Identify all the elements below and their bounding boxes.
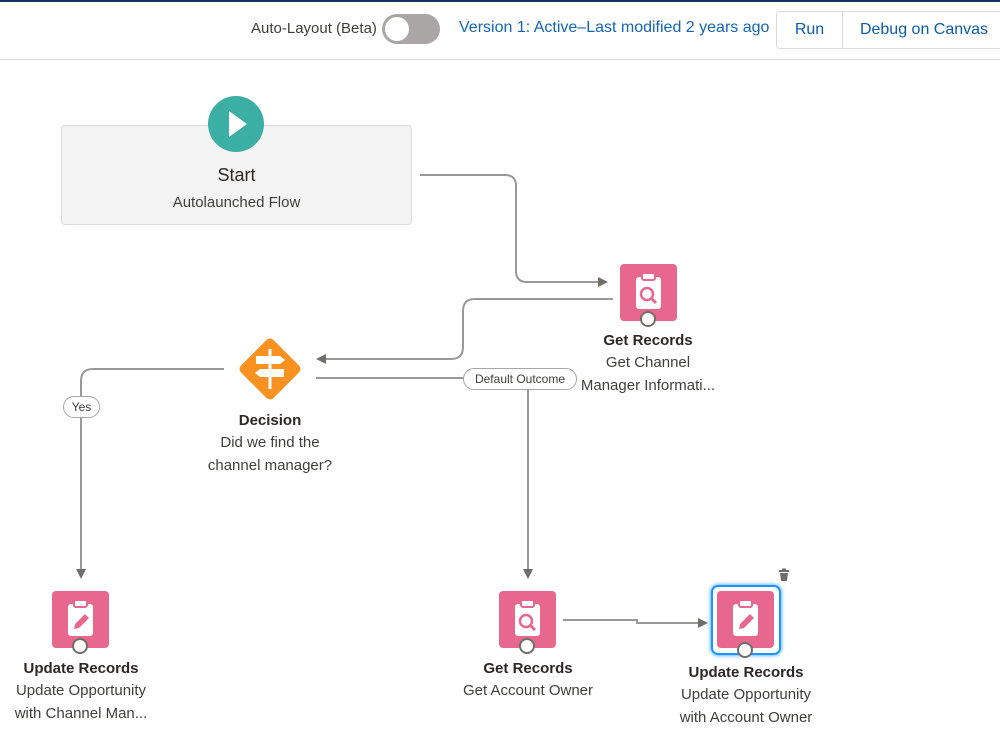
- record-update-icon: [733, 599, 758, 636]
- debug-on-canvas-button[interactable]: Debug on Canvas: [842, 11, 1000, 49]
- delete-element-icon[interactable]: [777, 568, 791, 582]
- play-icon: [229, 111, 247, 137]
- connector-get-channel-to-decision[interactable]: [316, 298, 613, 364]
- node-connector-port[interactable]: [737, 642, 753, 658]
- record-lookup-icon: [636, 272, 661, 309]
- decision-label-2: channel manager?: [207, 457, 333, 474]
- update-records-owner-title: Update Records: [688, 664, 804, 681]
- connector-decision-default[interactable]: [316, 377, 533, 579]
- update-records-owner-label-1: Update Opportunity: [680, 686, 812, 703]
- connector-decision-yes[interactable]: [76, 368, 224, 579]
- outcome-yes-pill[interactable]: Yes: [63, 396, 100, 418]
- node-connector-port[interactable]: [519, 638, 535, 654]
- node-connector-port[interactable]: [640, 311, 656, 327]
- start-title: Start: [217, 165, 256, 185]
- update-records-channel-label-2: with Channel Man...: [14, 705, 148, 722]
- record-lookup-icon: [515, 599, 540, 636]
- get-records-channel-label-2: Manager Informati...: [580, 377, 716, 394]
- get-records-owner-title: Get Records: [483, 660, 573, 677]
- update-records-channel-label-1: Update Opportunity: [15, 682, 147, 699]
- start-subtitle: Autolaunched Flow: [172, 194, 301, 211]
- toggle-knob: [385, 17, 409, 41]
- auto-layout-label: Auto-Layout (Beta): [251, 20, 377, 37]
- update-records-channel-title: Update Records: [23, 660, 139, 677]
- outcome-default-pill[interactable]: Default Outcome: [463, 368, 577, 390]
- get-records-owner-label-1: Get Account Owner: [462, 682, 594, 699]
- version-link[interactable]: Version 1: Active–Last modified 2 years …: [459, 19, 770, 36]
- header-edge: [0, 0, 1000, 2]
- get-records-channel-label-1: Get Channel: [605, 354, 691, 371]
- start-icon-circle[interactable]: [208, 96, 264, 152]
- record-update-icon: [68, 599, 93, 636]
- get-records-channel-manager-node[interactable]: [620, 264, 677, 321]
- decision-title: Decision: [238, 412, 302, 429]
- auto-layout-toggle[interactable]: [382, 14, 440, 44]
- connector-start-to-get-channel[interactable]: [420, 174, 608, 287]
- decision-node[interactable]: [230, 329, 310, 409]
- update-records-account-owner-node[interactable]: [717, 591, 774, 648]
- node-connector-port[interactable]: [72, 638, 88, 654]
- flow-builder-toolbar: Auto-Layout (Beta) Version 1: Active–Las…: [0, 0, 1000, 60]
- get-records-channel-title: Get Records: [603, 332, 693, 349]
- connector-get-owner-to-update[interactable]: [563, 618, 708, 628]
- update-records-owner-label-2: with Account Owner: [679, 709, 813, 726]
- decision-label-1: Did we find the: [220, 434, 320, 451]
- decision-icon: [239, 338, 301, 400]
